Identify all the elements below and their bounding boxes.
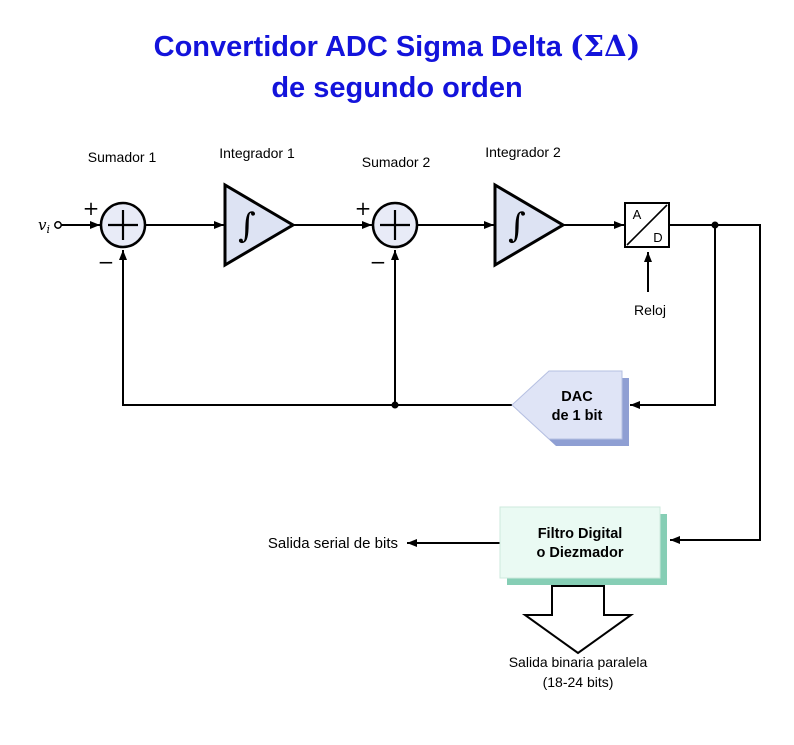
junction-dot	[711, 221, 719, 229]
filter-label-line1: Filtro Digital	[538, 526, 623, 542]
filter-label-line2: o Diezmador	[536, 545, 623, 561]
title-sigma-delta: (ΣΔ)	[569, 29, 641, 63]
dac-block	[511, 370, 623, 440]
sumador2-label: Sumador 2	[362, 154, 431, 170]
adc-a-label: A	[633, 207, 642, 222]
wire-dac-feedback-sum1	[119, 250, 512, 406]
dac-label-line2: de 1 bit	[552, 408, 603, 424]
integrador1-label: Integrador 1	[219, 145, 295, 161]
title-line1: Convertidor ADC Sigma Delta (ΣΔ)	[0, 26, 794, 68]
parallel-output-label-line2: (18-24 bits)	[543, 674, 614, 690]
plus-sign: +	[83, 196, 100, 220]
parallel-output-arrow	[521, 585, 635, 655]
integral-symbol: ∫	[508, 206, 526, 246]
integral-symbol: ∫	[238, 206, 256, 246]
sumador1-label: Sumador 1	[88, 149, 157, 165]
input-label: vi	[38, 216, 50, 236]
title-line2: de segundo orden	[271, 72, 523, 105]
integrator-2	[493, 182, 566, 268]
serial-output-label: Salida serial de bits	[268, 535, 398, 552]
dac-label-line1: DAC	[561, 389, 593, 405]
parallel-output-label-line1: Salida binaria paralela	[509, 654, 648, 670]
junction-dot	[391, 401, 399, 409]
page-title: Convertidor ADC Sigma Delta (ΣΔ) de segu…	[0, 26, 794, 109]
input-terminal	[54, 221, 62, 229]
adc-diagonal	[626, 204, 668, 246]
integrator-1	[223, 182, 296, 268]
minus-sign: −	[98, 250, 115, 274]
clock-label: Reloj	[634, 302, 666, 318]
plus-sign: +	[355, 196, 372, 220]
title-line1-text: Convertidor ADC Sigma Delta	[153, 31, 570, 63]
adc-d-label: D	[653, 230, 662, 245]
integrador2-label: Integrador 2	[485, 144, 561, 160]
wire-adc-dac	[630, 225, 716, 409]
minus-sign: −	[370, 250, 387, 274]
filter-block	[499, 506, 661, 579]
